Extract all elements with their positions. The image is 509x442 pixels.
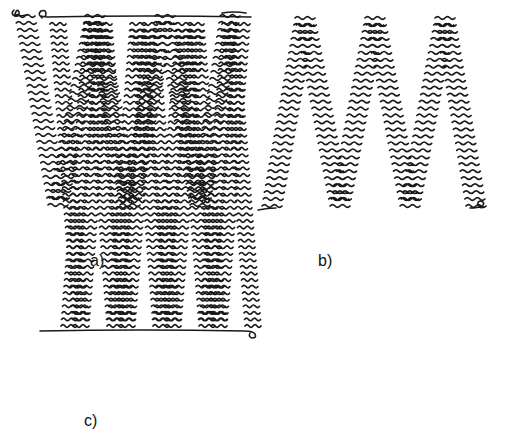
yarn-tail: [470, 201, 484, 208]
panel-label: c): [84, 412, 97, 430]
yarn-tail: [222, 12, 246, 13]
yarn-strand: [262, 17, 486, 208]
yarn-strand: [61, 23, 261, 328]
panel-label: a): [90, 252, 104, 270]
yarn-tail: [12, 10, 27, 16]
yarn-tail: [39, 10, 251, 18]
yarn-tail: [258, 208, 276, 210]
panel-label: b): [318, 252, 332, 270]
yarn-tail: [40, 330, 256, 338]
